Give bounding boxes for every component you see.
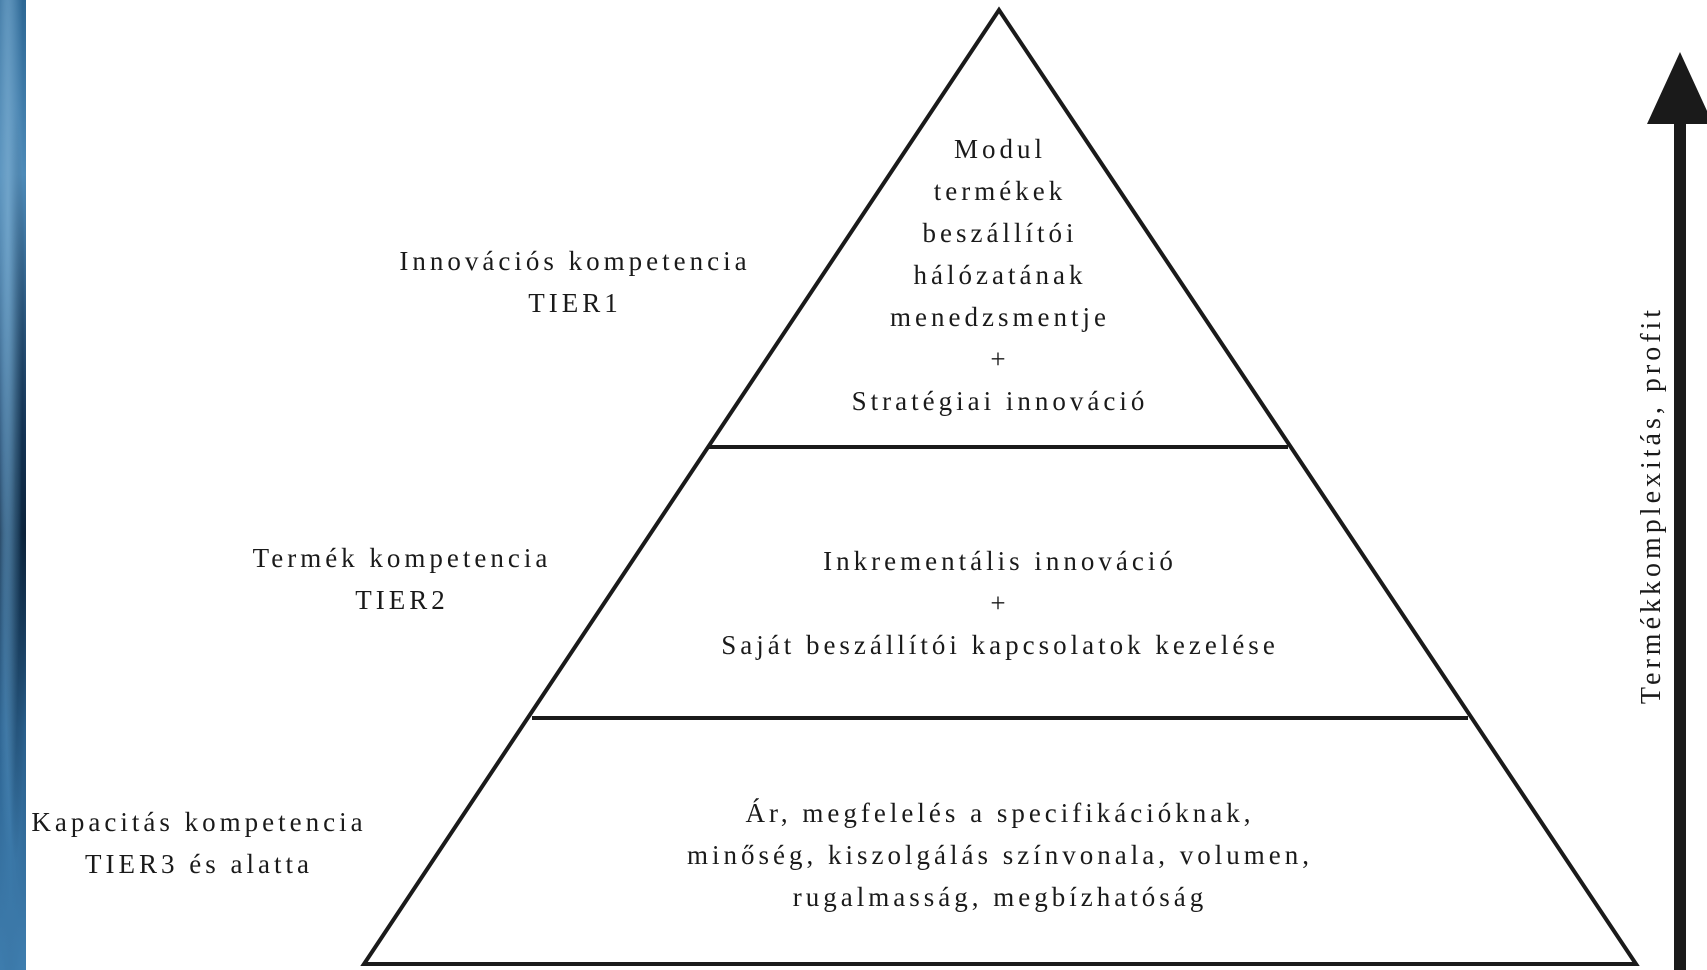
tier1-line-1: Modul bbox=[953, 134, 1046, 164]
tier1-line-7: Stratégiai innováció bbox=[851, 386, 1149, 416]
tier1-line-5: menedzsmentje bbox=[890, 302, 1110, 332]
tier1-line-4: hálózatának bbox=[913, 260, 1087, 290]
tier2-competency: Termék kompetencia bbox=[252, 543, 552, 573]
tier3-side-label: Kapacitás kompetencia TIER3 és alatta bbox=[4, 801, 394, 885]
tier2-code: TIER2 bbox=[355, 585, 449, 615]
tier3-line-1: Ár, megfelelés a specifikációknak, bbox=[745, 798, 1255, 828]
tier3-code: TIER3 és alatta bbox=[85, 849, 313, 879]
tier2-line-3: Saját beszállítói kapcsolatok kezelése bbox=[721, 630, 1279, 660]
tier1-content: Modul termékek beszállítói hálózatának m… bbox=[800, 128, 1200, 422]
tier2-line-1: Inkrementális innováció bbox=[823, 546, 1177, 576]
tier1-code: TIER1 bbox=[528, 288, 622, 318]
pyramid-outline bbox=[360, 6, 1640, 966]
left-photo-strip bbox=[0, 0, 26, 970]
tier3-line-2: minőség, kiszolgálás színvonala, volumen… bbox=[687, 840, 1313, 870]
axis-label: Termékkomplexitás, profit bbox=[1636, 305, 1667, 705]
axis-arrow-head bbox=[1647, 52, 1707, 124]
tier3-content: Ár, megfelelés a specifikációknak, minős… bbox=[620, 792, 1380, 918]
tier2-content: Inkrementális innováció + Saját beszállí… bbox=[650, 540, 1350, 666]
tier3-line-3: rugalmasság, megbízhatóság bbox=[792, 882, 1208, 912]
tier1-line-2: termékek bbox=[933, 176, 1067, 206]
tier1-plus: + bbox=[990, 344, 1010, 374]
tier1-line-3: beszállítói bbox=[922, 218, 1078, 248]
tier2-plus: + bbox=[990, 588, 1010, 618]
tier2-side-label: Termék kompetencia TIER2 bbox=[222, 537, 582, 621]
tier1-competency: Innovációs kompetencia bbox=[399, 246, 751, 276]
tier3-competency: Kapacitás kompetencia bbox=[31, 807, 367, 837]
tier1-side-label: Innovációs kompetencia TIER1 bbox=[377, 240, 773, 324]
